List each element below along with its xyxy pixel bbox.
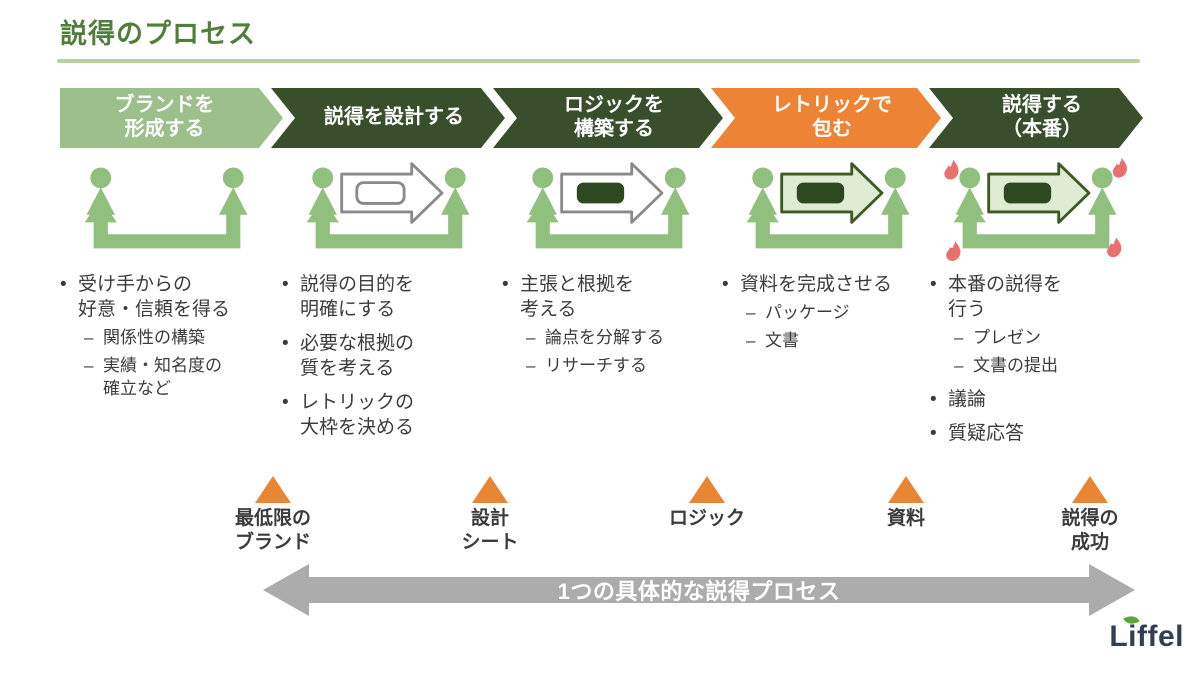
bullets-rhetoric: •資料を完成させる–パッケージ–文書	[722, 272, 936, 353]
milestone-2: 設計 シート	[415, 476, 565, 556]
milestone-triangle-icon	[255, 476, 291, 503]
step-chevron-rhetoric: レトリックで 包む	[711, 88, 941, 148]
arrow-green-flames-icon	[941, 158, 1131, 264]
bullet-item: • レトリックの 大枠を決める	[282, 390, 496, 440]
bullet-marker: •	[282, 333, 289, 355]
bullets-logic: •主張と根拠を 考える–論点を分解する–リサーチする	[502, 272, 716, 378]
step-chevron-label: ロジックを 構築する	[564, 94, 664, 140]
bullet-text: 説得の目的を 明確にする	[300, 274, 415, 321]
bullet-item: –文書の提出	[954, 355, 1144, 378]
bullet-item: –リサーチする	[526, 355, 716, 378]
step-chevron-brand: ブランドを 形成する	[60, 88, 283, 148]
bullet-item: • 主張と根拠を 考える	[502, 272, 716, 322]
bullet-item: –プレゼン	[954, 327, 1144, 350]
arrow-empty-icon	[294, 158, 484, 264]
title-underline	[57, 59, 1140, 63]
bullet-item: –パッケージ	[746, 302, 936, 325]
bullet-text: 文書	[765, 331, 799, 351]
milestone-label: ロジック	[668, 508, 745, 529]
bullets-brand: •受け手からの 好意・信頼を得る–関係性の構築–実績・知名度の 確立など	[60, 272, 274, 401]
bullet-item: • 資料を完成させる	[722, 272, 936, 297]
bullet-marker: –	[84, 356, 94, 376]
milestone-triangle-icon	[1072, 476, 1108, 503]
bullet-marker: •	[930, 423, 937, 445]
bullet-marker: •	[502, 274, 509, 295]
step-chevron-label: レトリックで 包む	[772, 94, 892, 140]
bullet-item: • 本番の説得を 行う	[930, 272, 1144, 322]
bullet-item: –関係性の構築	[84, 327, 274, 350]
page-title: 説得のプロセス	[60, 19, 256, 49]
people-loop-icon	[72, 158, 262, 264]
bullet-item: –文書	[746, 330, 936, 353]
bullet-item: • 議論	[930, 387, 1144, 412]
milestone-triangle-icon	[689, 476, 725, 503]
step-chevron-label: ブランドを 形成する	[114, 94, 215, 140]
bullet-text: プレゼン	[973, 328, 1041, 348]
logo-text: Liffel	[1109, 620, 1184, 653]
milestone-3: ロジック	[632, 476, 782, 531]
bullet-text: リサーチする	[545, 356, 647, 376]
bullet-marker: –	[526, 356, 536, 376]
milestone-label: 最低限の ブランド	[234, 508, 311, 554]
bullet-marker: •	[930, 389, 937, 411]
bullet-text: 主張と根拠を 考える	[520, 274, 635, 321]
bullet-item: • 必要な根拠の 質を考える	[282, 331, 496, 381]
milestone-label: 設計 シート	[461, 508, 519, 554]
bullet-marker: –	[84, 328, 94, 348]
bullet-text: 質疑応答	[948, 423, 1025, 445]
milestone-triangle-icon	[888, 476, 924, 503]
bullet-text: 必要な根拠の 質を考える	[300, 333, 415, 380]
milestone-1: 最低限の ブランド	[198, 476, 348, 556]
step-chevron-logic: ロジックを 構築する	[493, 88, 723, 148]
bullet-marker: –	[954, 328, 964, 348]
bullet-marker: •	[282, 392, 289, 414]
bullet-text: パッケージ	[765, 303, 850, 323]
bullet-marker: •	[282, 274, 289, 295]
step-chevron-persuade: 説得する （本番）	[929, 88, 1143, 148]
bullet-marker: •	[722, 274, 729, 295]
bullet-text: 議論	[948, 389, 987, 411]
bullet-text: 実績・知名度の 確立など	[103, 356, 222, 399]
bullet-item: • 受け手からの 好意・信頼を得る	[60, 272, 274, 322]
liffel-logo: Liffel	[1109, 612, 1184, 654]
step-chevron-design: 説得を設計する	[271, 88, 505, 148]
bullet-text: 関係性の構築	[103, 328, 205, 348]
step-chevron-label: 説得する （本番）	[1002, 94, 1082, 140]
arrow-green-icon	[734, 158, 924, 264]
bullets-persuade: •本番の説得を 行う–プレゼン–文書の提出•議論•質疑応答	[930, 272, 1144, 446]
bullet-marker: –	[526, 328, 536, 348]
bullets-design: • 説得の目的を 明確にする • 必要な根拠の 質を考える • レトリックの 大枠を決める	[282, 272, 496, 440]
process-step-bar: ブランドを 形成する 説得を設計する ロジックを 構築する レトリックで 包む 説得する…	[60, 88, 1145, 148]
bullet-marker: –	[746, 331, 756, 351]
bullet-marker: –	[954, 356, 964, 376]
bullet-item: • 説得の目的を 明確にする	[282, 272, 496, 322]
milestone-4: 資料	[831, 476, 981, 531]
milestone-triangle-icon	[472, 476, 508, 503]
milestone-5: 説得の 成功	[1015, 476, 1165, 556]
milestone-label: 資料	[886, 508, 925, 529]
bullet-marker: •	[60, 274, 67, 295]
bullet-text: 受け手からの 好意・信頼を得る	[78, 274, 231, 321]
bullet-marker: •	[930, 274, 937, 295]
bullet-text: 本番の説得を 行う	[948, 274, 1063, 321]
bullet-text: 資料を完成させる	[740, 274, 893, 295]
process-span-label: 1つの具体的な説得プロセス	[557, 579, 841, 604]
bullet-item: –実績・知名度の 確立など	[84, 355, 274, 401]
bullet-item: • 質疑応答	[930, 421, 1144, 446]
arrow-filled-icon	[514, 158, 704, 264]
milestone-label: 説得の 成功	[1061, 508, 1119, 554]
bullet-text: 文書の提出	[973, 356, 1058, 376]
bullet-item: –論点を分解する	[526, 327, 716, 350]
bullet-marker: –	[746, 303, 756, 323]
bullet-text: レトリックの 大枠を決める	[300, 392, 415, 439]
step-chevron-label: 説得を設計する	[324, 106, 464, 129]
bullet-text: 論点を分解する	[545, 328, 664, 348]
process-span-arrow: 1つの具体的な説得プロセス	[263, 564, 1135, 616]
